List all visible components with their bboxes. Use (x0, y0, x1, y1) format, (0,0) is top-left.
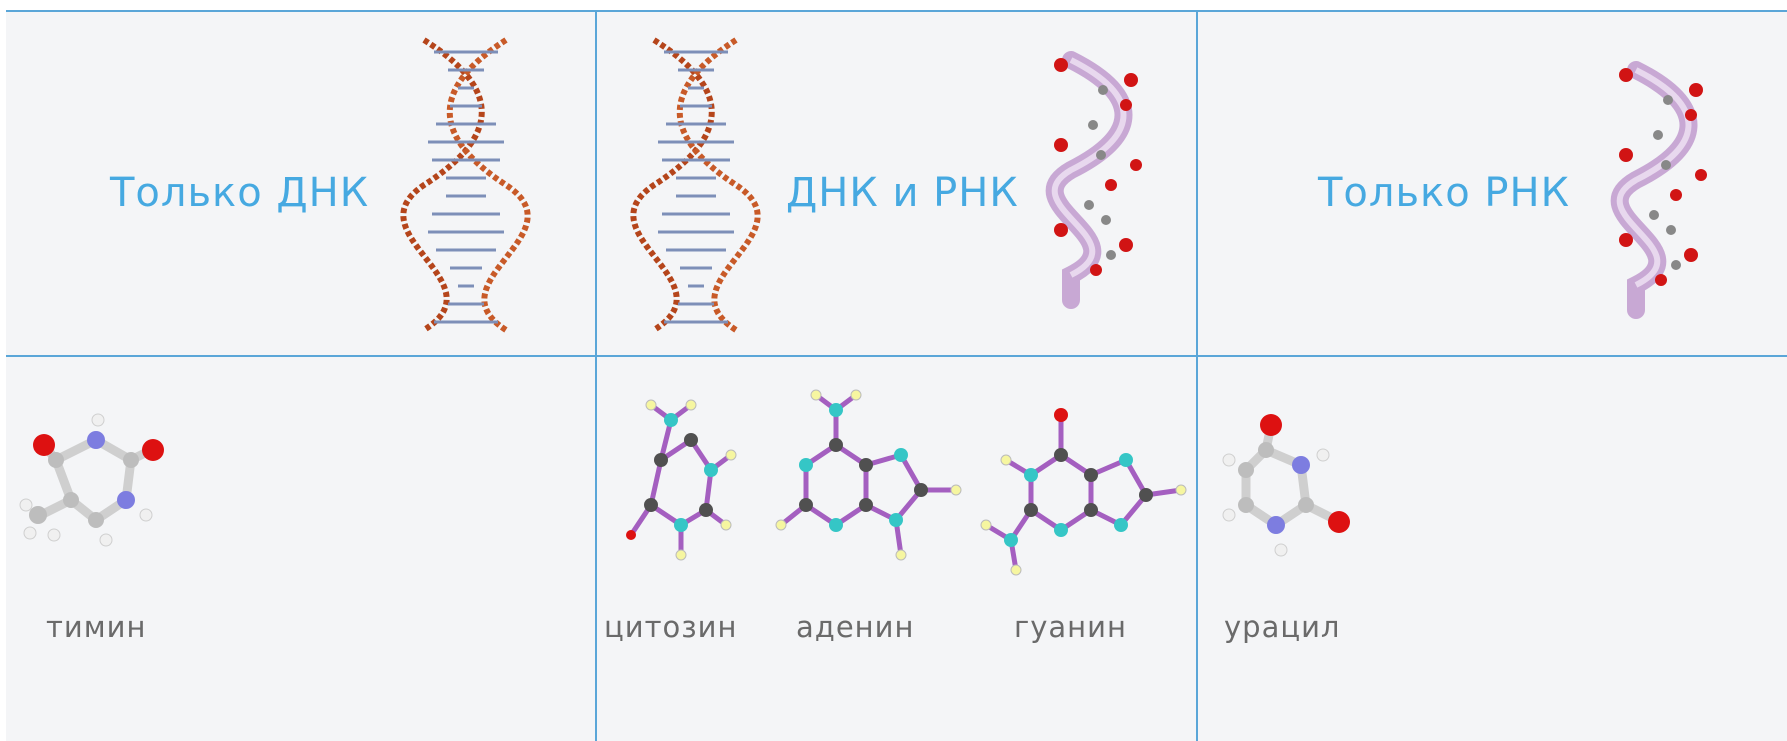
header-rna-only: Только РНК (1318, 170, 1570, 216)
header-dna-only: Только ДНК (110, 170, 370, 216)
header-dna-and-rna: ДНК и РНК (786, 170, 1019, 216)
thymine-molecule-icon (19, 413, 164, 547)
dna-double-helix-icon (400, 37, 531, 333)
table-top-border (6, 10, 1787, 12)
label-guanine: гуанин (1014, 610, 1127, 644)
dna-double-helix-icon (630, 37, 761, 333)
column-divider-2 (1196, 10, 1198, 741)
label-uracil: урацил (1224, 610, 1341, 644)
row-divider (6, 355, 1787, 357)
adenine-molecule-icon (775, 389, 962, 561)
nucleotide-base-table: Только ДНК ДНК и РНК Только РНК тимин ци… (6, 10, 1787, 741)
label-thymine: тимин (46, 610, 147, 644)
rna-single-helix-icon (1610, 61, 1707, 319)
rna-single-helix-icon (1045, 51, 1142, 309)
uracil-molecule-icon (1222, 414, 1350, 557)
label-cytosine: цитозин (604, 610, 738, 644)
guanine-molecule-icon (980, 408, 1187, 576)
label-adenine: аденин (796, 610, 915, 644)
column-divider-1 (595, 10, 597, 741)
cytosine-molecule-icon (626, 399, 737, 561)
